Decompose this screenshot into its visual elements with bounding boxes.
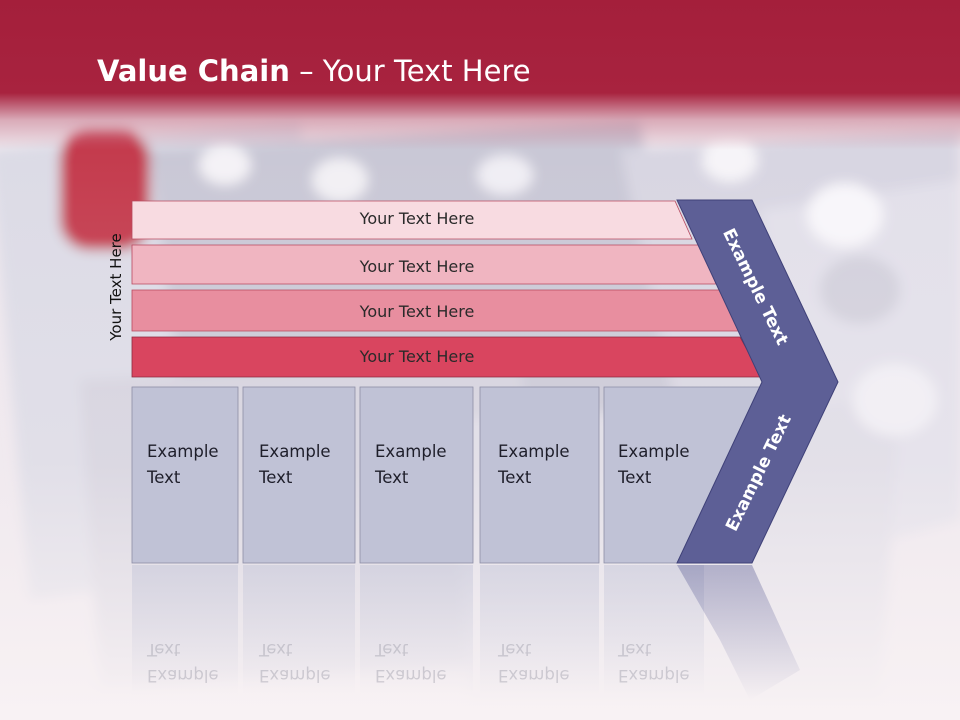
reflection-text-3: Example Text xyxy=(375,636,447,688)
row-label-2: Your Text Here xyxy=(359,257,475,276)
box-3-line-1: Example xyxy=(375,442,447,461)
reflection-4-line-2: Text xyxy=(498,640,532,659)
activity-box-4 xyxy=(479,386,600,564)
reflection-1-line-2: Text xyxy=(147,640,181,659)
box-5-line-1: Example xyxy=(618,442,690,461)
row-label-3: Your Text Here xyxy=(359,302,475,321)
title-bold: Value Chain xyxy=(97,54,290,88)
reflection-3-line-1: Example xyxy=(375,666,447,685)
reflection-4-line-1: Example xyxy=(498,666,570,685)
reflection-box-4 xyxy=(480,565,599,695)
row-label-4: Your Text Here xyxy=(359,347,475,366)
reflection-2-line-2: Text xyxy=(259,640,293,659)
activity-box-2 xyxy=(242,386,356,564)
slide-title: Value Chain – Your Text Here xyxy=(97,54,531,88)
reflection-5-line-1: Example xyxy=(618,666,690,685)
box-4-line-2: Text xyxy=(498,468,532,487)
row-label-1: Your Text Here xyxy=(359,209,475,228)
reflection-chevron xyxy=(677,565,800,700)
title-rest: – Your Text Here xyxy=(289,54,531,88)
reflection-text-1: Example Text xyxy=(147,636,219,688)
margin-chevron xyxy=(676,199,839,564)
box-3-line-2: Text xyxy=(375,468,409,487)
box-2-line-1: Example xyxy=(259,442,331,461)
box-1-line-2: Text xyxy=(147,468,181,487)
box-2-line-2: Text xyxy=(259,468,293,487)
reflection-3-line-2: Text xyxy=(375,640,409,659)
reflection-text-4: Example Text xyxy=(498,636,570,688)
reflection-box-1 xyxy=(132,565,238,695)
reflection-1-line-1: Example xyxy=(147,666,219,685)
side-label: Your Text Here xyxy=(107,233,125,341)
activity-box-1 xyxy=(131,386,239,564)
box-5-line-2: Text xyxy=(618,468,652,487)
row-bar-1 xyxy=(131,200,693,240)
header-band xyxy=(0,0,960,150)
box-1-line-1: Example xyxy=(147,442,219,461)
reflection-box-5 xyxy=(604,565,704,695)
reflection-box-3 xyxy=(360,565,473,695)
reflection-2-line-1: Example xyxy=(259,666,331,685)
reflection-5-line-2: Text xyxy=(618,640,652,659)
reflection-text-2: Example Text xyxy=(259,636,331,688)
activity-box-3 xyxy=(359,386,474,564)
reflection-box-2 xyxy=(243,565,355,695)
reflection-text-5: Example Text xyxy=(618,636,690,688)
box-4-line-1: Example xyxy=(498,442,570,461)
